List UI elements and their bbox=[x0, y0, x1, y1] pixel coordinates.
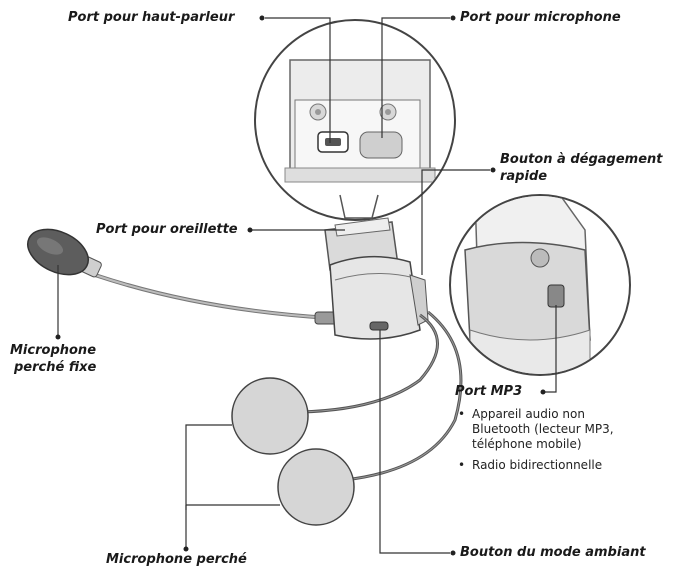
mic-port-label: Port pour microphone bbox=[460, 10, 621, 25]
leader-lines bbox=[57, 17, 557, 554]
mp3-note-item: Appareil audio non Bluetooth (lecteur MP… bbox=[458, 407, 658, 452]
speaker-upper bbox=[231, 377, 309, 455]
mp3-port-notes: Appareil audio non Bluetooth (lecteur MP… bbox=[458, 407, 658, 479]
mp3-port-shape bbox=[547, 284, 565, 308]
mp3-note-item1-line2: Bluetooth (lecteur MP3, bbox=[472, 422, 614, 436]
ports-closeup-circle bbox=[254, 19, 456, 221]
leader-dots bbox=[55, 15, 546, 556]
quick-release-label-line1: Bouton à dégagement bbox=[500, 152, 663, 167]
fixed-boom-mic-label-line1: Microphone bbox=[10, 343, 97, 358]
earphone-port-label: Port pour oreillette bbox=[96, 222, 238, 237]
fixed-boom-microphone bbox=[27, 228, 344, 325]
mp3-note-item: Radio bidirectionnelle bbox=[458, 458, 658, 473]
fixed-boom-mic-label-line2: perché fixe bbox=[14, 360, 97, 375]
mp3-note-item2: Radio bidirectionnelle bbox=[472, 458, 603, 472]
speaker-lower bbox=[277, 448, 355, 526]
headset-main-unit bbox=[324, 217, 429, 340]
mp3-closeup-circle bbox=[449, 194, 631, 376]
quick-release-label-line2: rapide bbox=[500, 169, 548, 184]
mic-port-shape bbox=[359, 131, 403, 159]
mp3-port-label: Port MP3 bbox=[455, 384, 523, 399]
mp3-note-item1-line3: téléphone mobile) bbox=[472, 437, 582, 451]
ambient-button-label: Bouton du mode ambiant bbox=[460, 545, 646, 560]
boom-mic-label: Microphone perché bbox=[106, 552, 247, 567]
mp3-note-item1-line1: Appareil audio non bbox=[472, 407, 585, 421]
speaker-port-label: Port pour haut-parleur bbox=[68, 10, 235, 25]
